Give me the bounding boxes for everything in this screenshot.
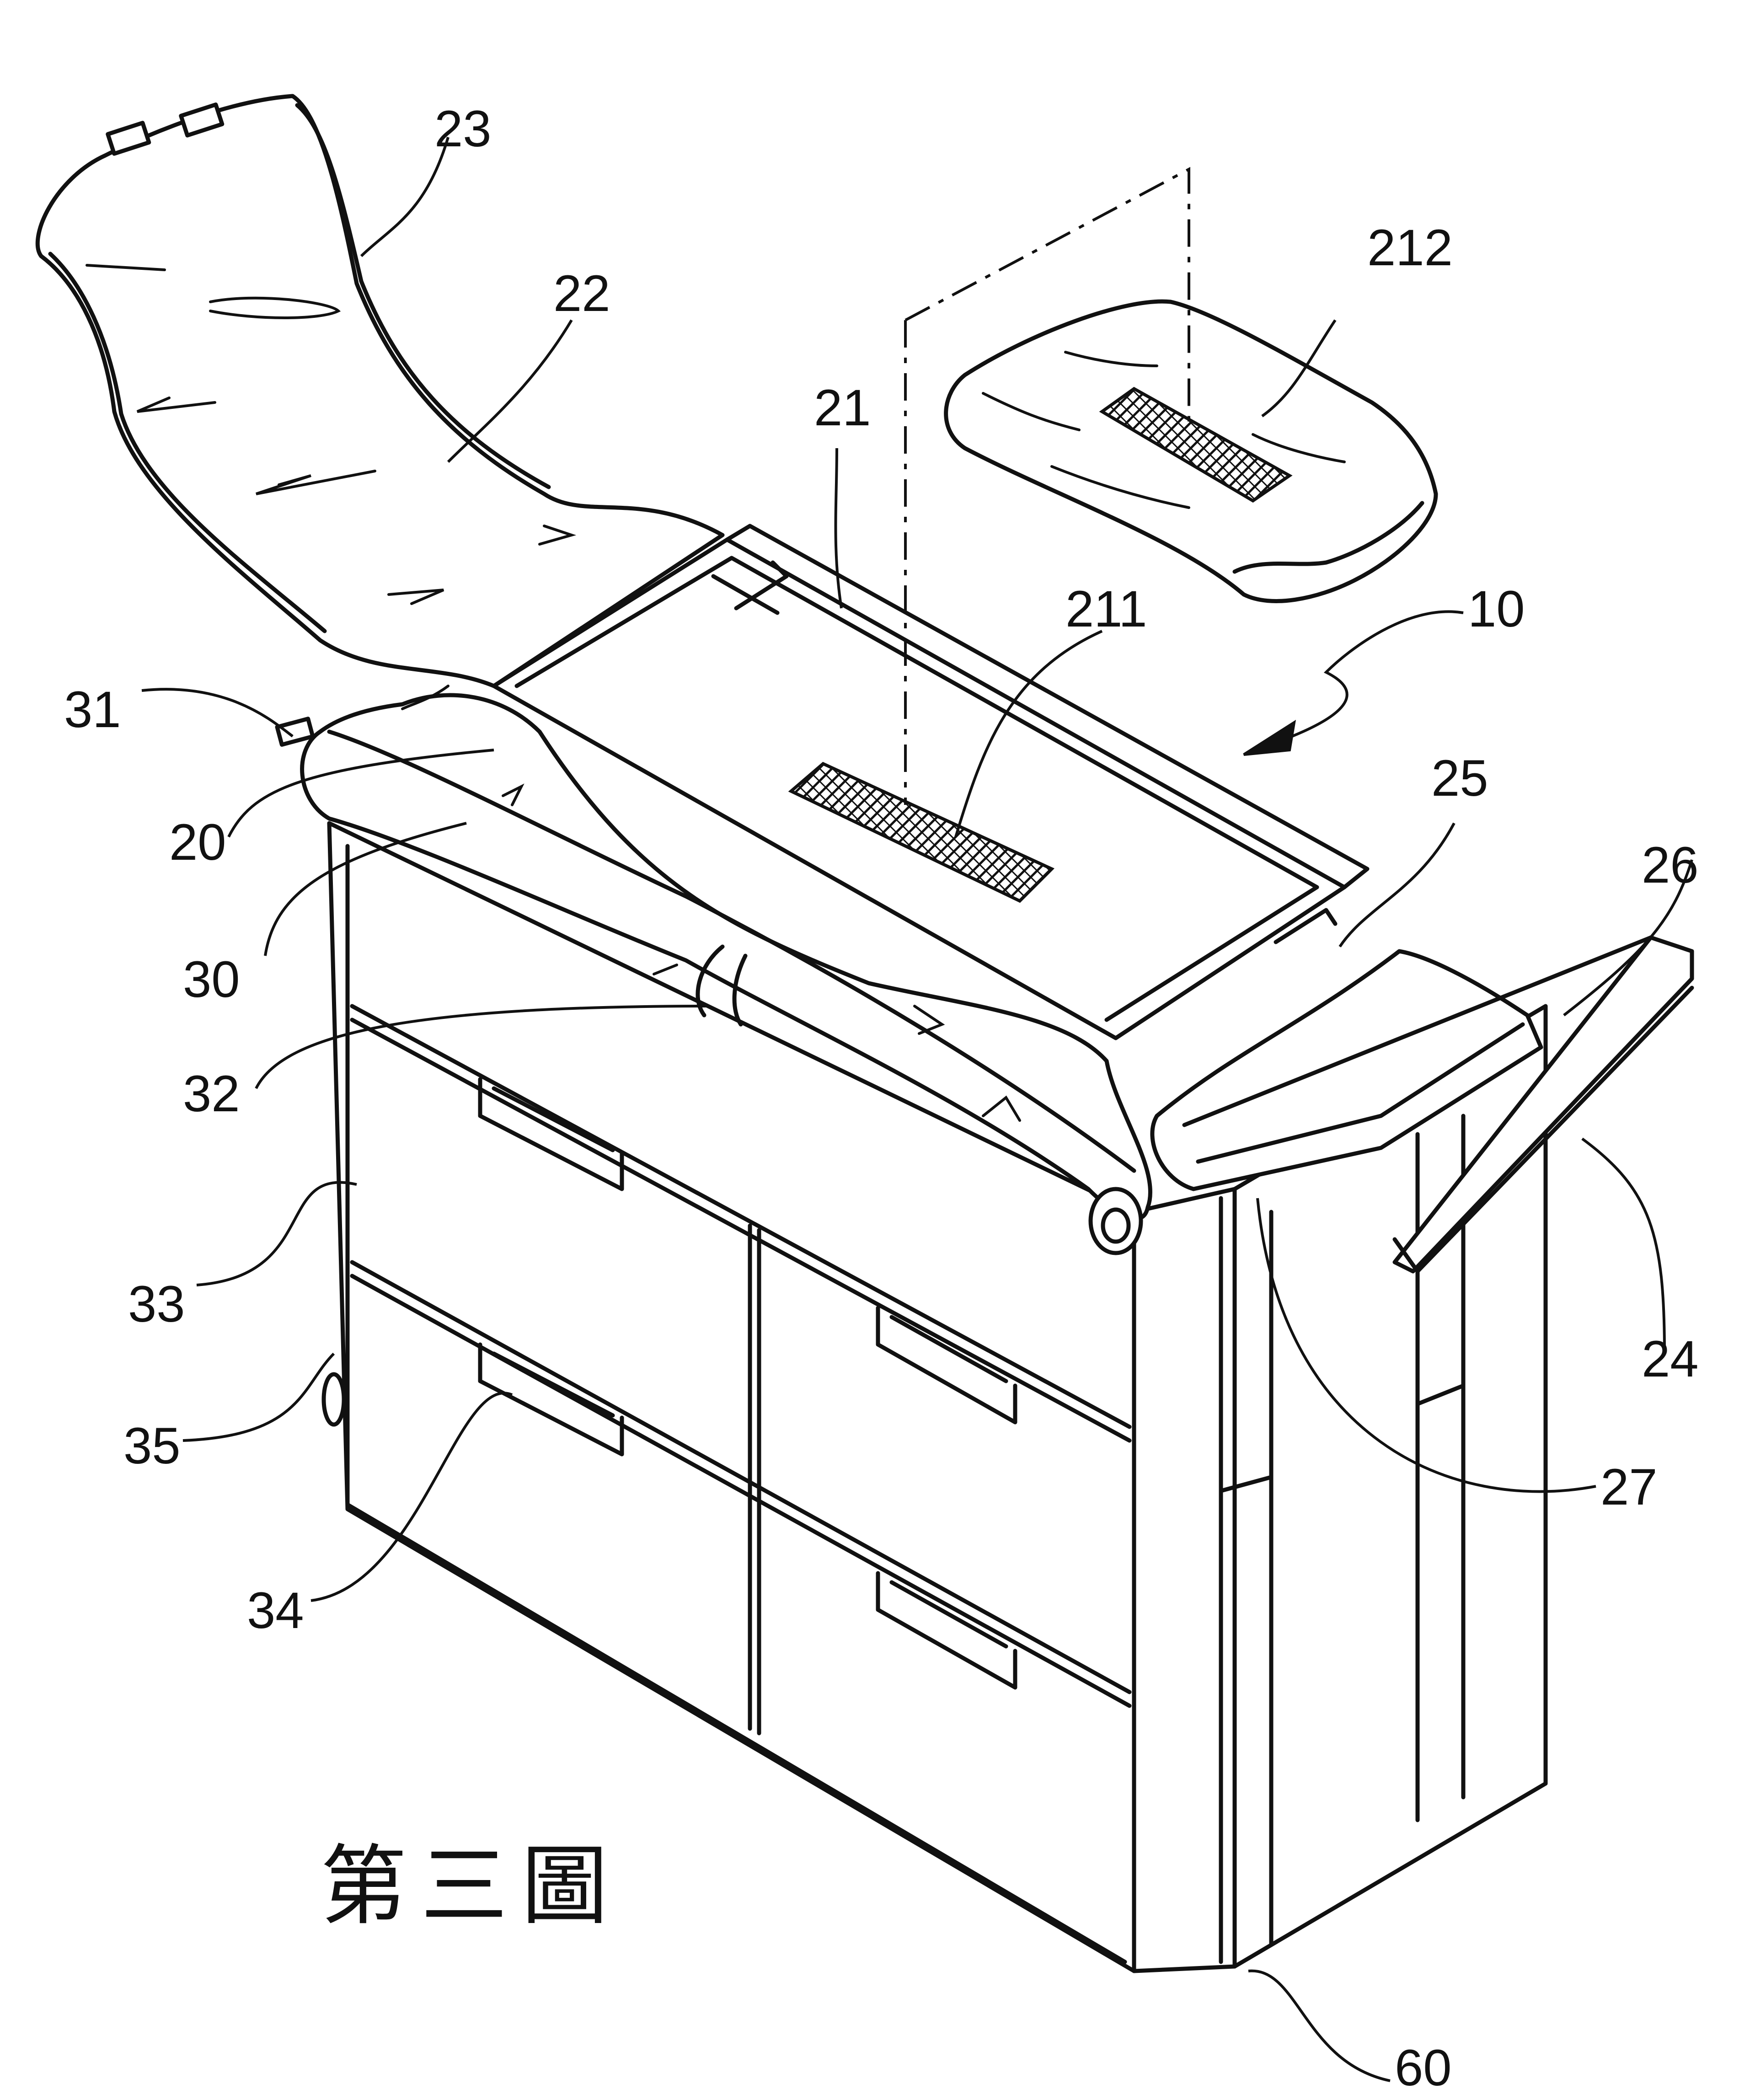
label-33: 33: [128, 1275, 185, 1333]
label-10: 10: [1468, 580, 1525, 638]
label-26: 26: [1642, 836, 1699, 894]
label-34: 34: [247, 1582, 304, 1639]
label-24: 24: [1642, 1330, 1699, 1388]
label-21: 21: [814, 379, 871, 436]
label-22: 22: [553, 265, 610, 322]
label-25: 25: [1431, 750, 1488, 807]
label-27: 27: [1600, 1458, 1658, 1516]
top-tray: [494, 526, 1367, 1038]
label-32: 32: [183, 1065, 240, 1122]
figure-caption: 第三圖: [320, 1836, 622, 1937]
label-20: 20: [169, 814, 226, 871]
label-211: 211: [1065, 580, 1147, 638]
label-60: 60: [1395, 2039, 1452, 2096]
assembly-arrow: [1244, 611, 1463, 755]
label-31: 31: [64, 681, 121, 738]
label-23: 23: [434, 100, 492, 157]
label-35: 35: [123, 1417, 181, 1474]
label-212: 212: [1367, 219, 1453, 276]
folded-lid: [37, 96, 722, 686]
label-30: 30: [183, 951, 240, 1008]
